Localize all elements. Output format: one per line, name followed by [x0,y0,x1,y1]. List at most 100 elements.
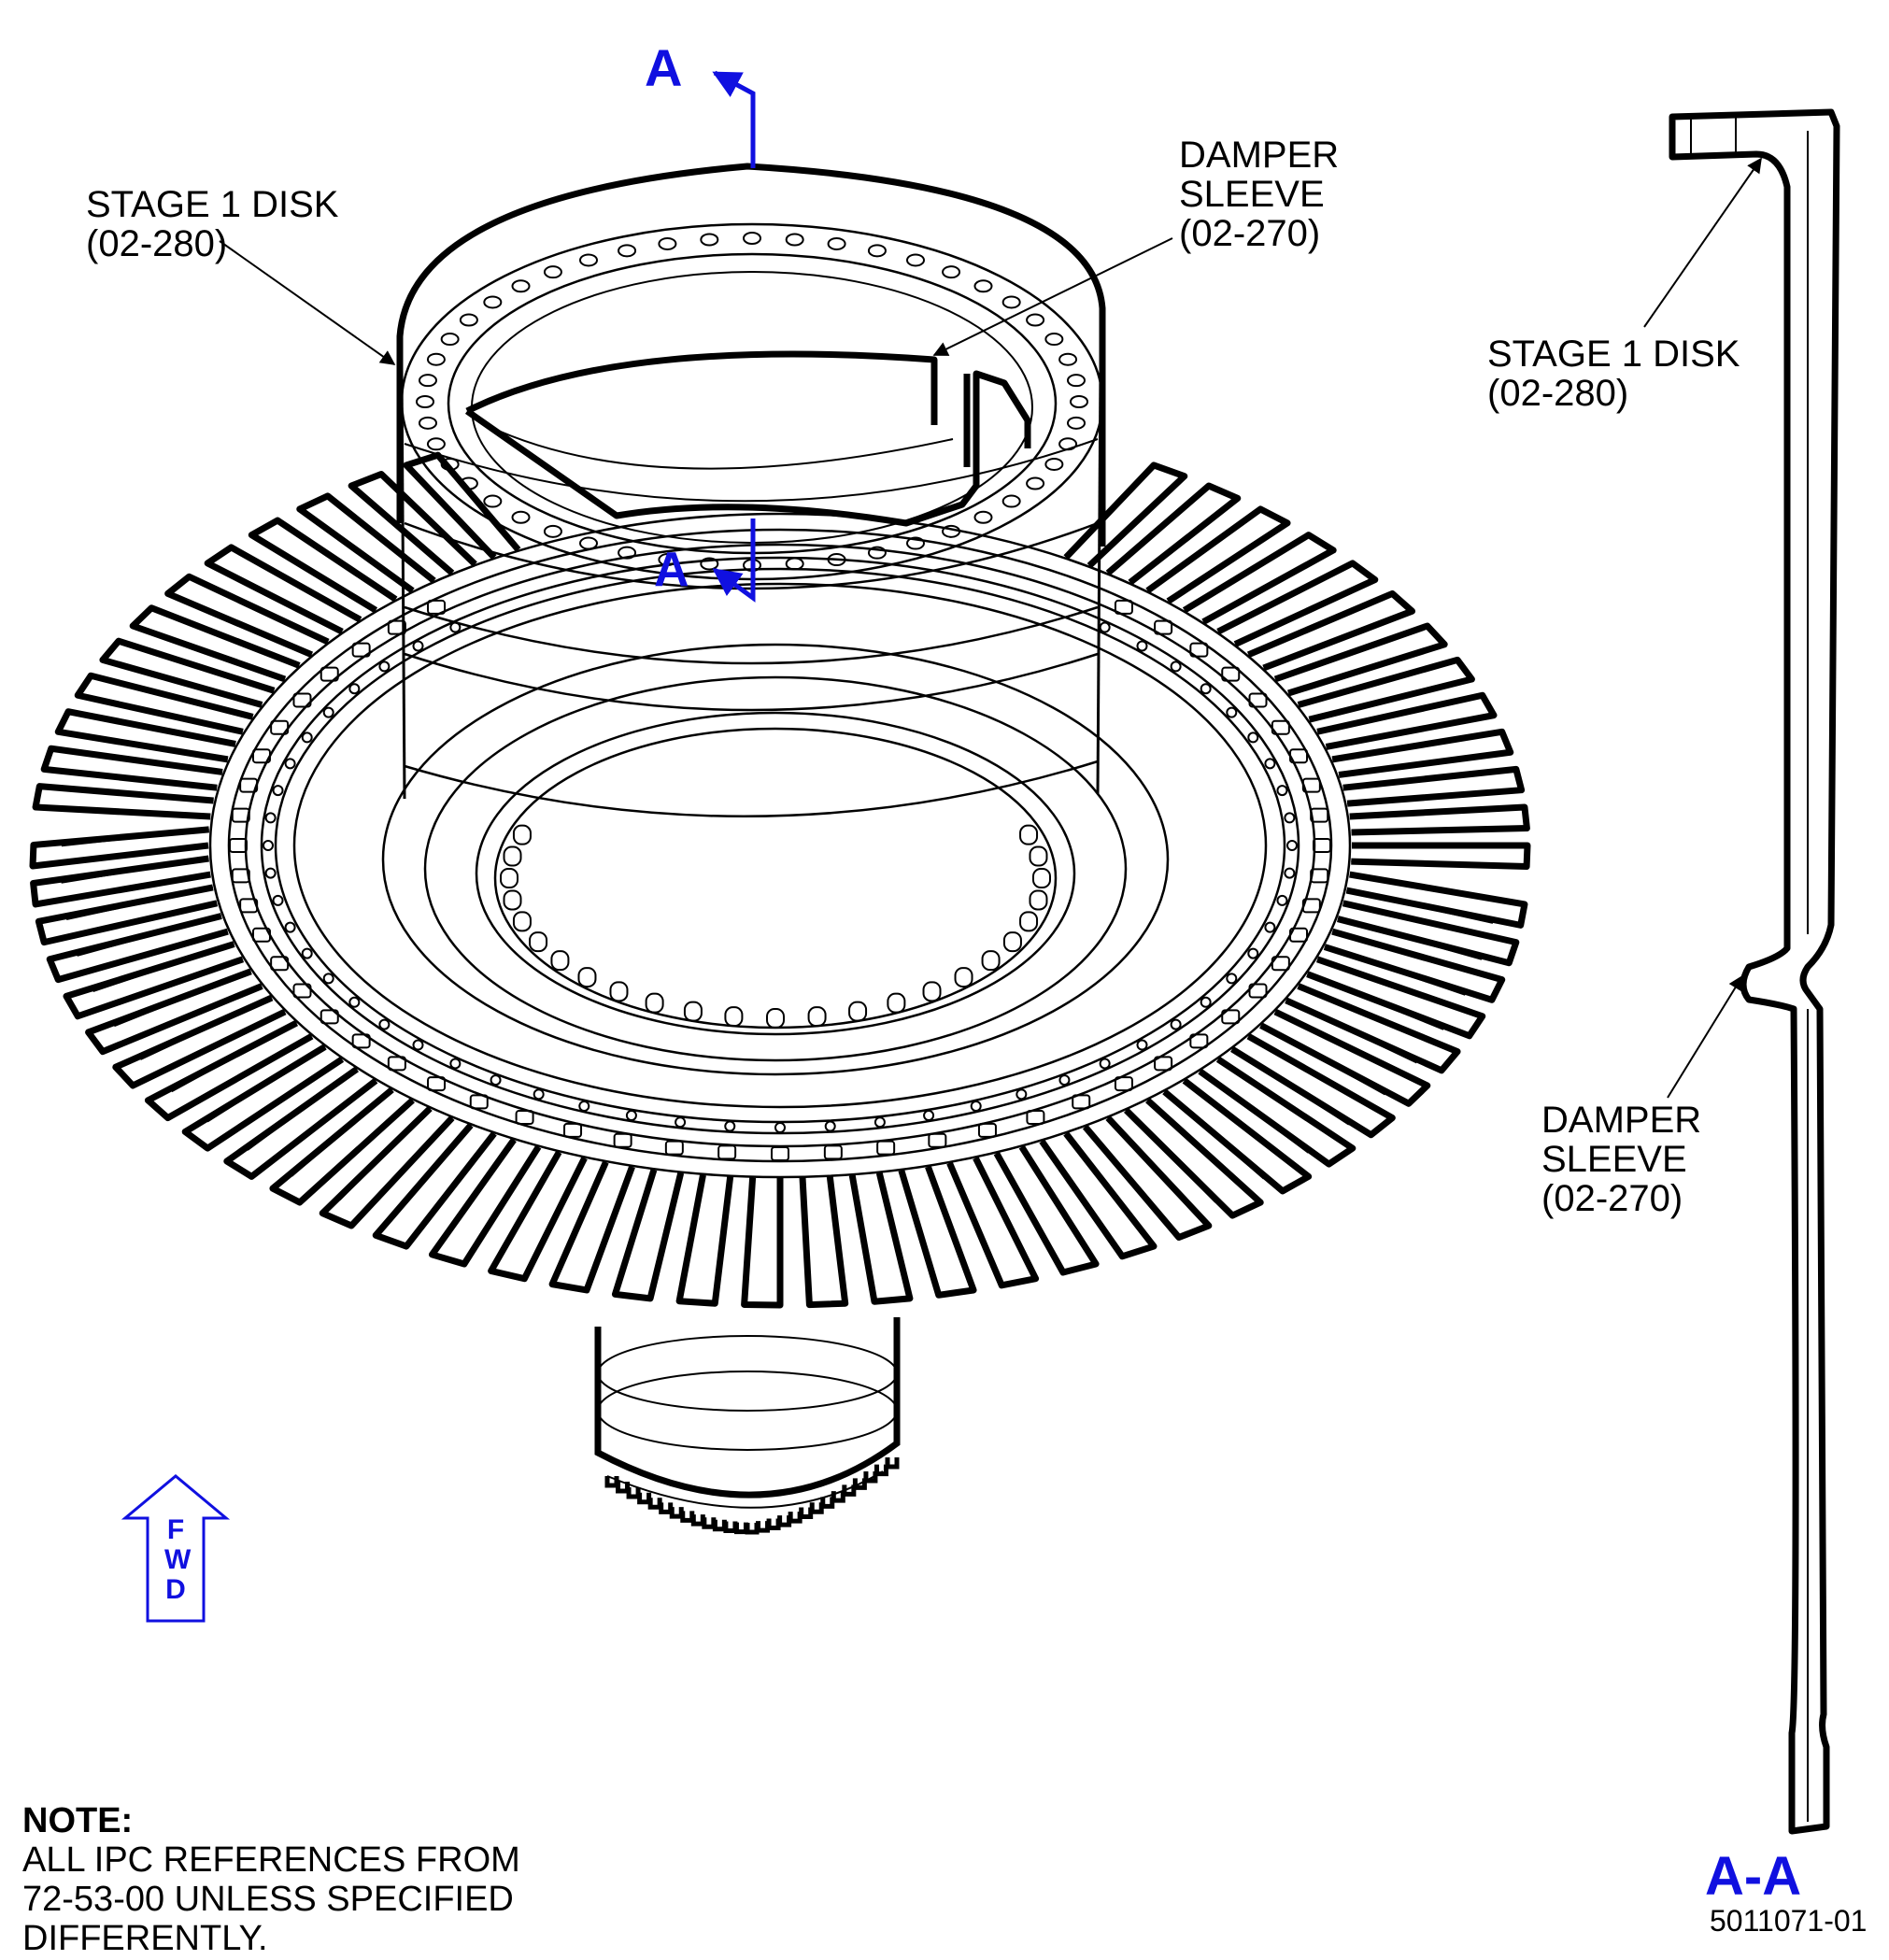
note-line-2: 72-53-00 UNLESS SPECIFIED [22,1880,514,1919]
turbine-blade [129,604,301,683]
retainer-pin [1264,921,1276,933]
blade-edge [247,1068,358,1151]
blade-edge [1125,1109,1216,1203]
blade-edge [171,1022,297,1093]
blade-edge [1307,973,1444,1030]
retainer-pin [1058,1074,1071,1087]
bolt-hole [440,457,460,471]
retainer-slot [231,807,250,823]
section-damper-sleeve-label: DAMPER SLEEVE (02-270) [1541,1101,1701,1218]
damper-sleeve-ref: (02-270) [1179,213,1321,254]
blade-edge [1163,1090,1265,1180]
retainer-pin [1247,731,1259,744]
blade-edge [78,751,223,774]
retainer-slot [270,719,290,735]
shaft-spline-teeth [604,1457,900,1535]
retainer-slot [229,838,248,853]
bolt-hole [1067,416,1087,430]
retainer-pin [1016,1088,1028,1101]
retainer-slot [977,1122,997,1138]
bolt-hole [483,295,503,309]
retainer-pin [378,1018,391,1030]
turbine-blade [429,1138,542,1268]
bolt-hole [700,233,719,247]
turbine-blade [1297,656,1475,723]
blade-edge [948,1162,995,1271]
turbine-blade [296,492,436,594]
turbine-blade [1039,1131,1158,1260]
bolt-hole [785,557,804,571]
bore-scallop [848,1001,868,1022]
turbine-blade [488,1150,588,1283]
disk-bore-scallops [500,824,1051,1029]
bolt-hole [743,232,761,245]
blade-edge [206,1045,326,1123]
bore-scallop [887,992,906,1014]
section-view-title: A-A [1705,1846,1802,1907]
retainer-pin [625,1109,637,1121]
retainer-pin [970,1101,982,1113]
spline-tooth [637,1492,652,1505]
bolt-hole [906,253,925,267]
bolt-hole [1058,437,1078,451]
retainer-pin [322,973,334,985]
blade-edge [501,1151,561,1257]
retainer-slot [1248,692,1268,708]
spline-tooth [669,1507,684,1519]
turbine-blade [1162,1077,1313,1195]
retainer-pin [412,1039,424,1051]
retainer-slot [1114,1076,1133,1092]
bolt-hole [618,546,637,560]
bolt-hole [579,253,598,267]
retainer-slot [292,983,312,999]
turbine-blade [1230,1033,1396,1139]
retainer-pin [272,785,284,797]
bolt-hole [867,244,887,258]
blade-edge [77,915,222,957]
spline-tooth [777,1515,792,1527]
bolt-hole [1044,333,1064,347]
retainer-slot [351,642,371,658]
spline-tooth [712,1519,727,1532]
damper-sleeve [464,350,1031,527]
retainer-pin [724,1120,736,1132]
bolt-hole [1026,313,1045,327]
retainer-pin [284,758,296,770]
bolt-hole [867,546,887,560]
disk-rim [208,512,1352,1179]
turbine-blade [32,783,214,820]
blade-trailing-edges [61,751,1499,1288]
drawing-number: 5011071-01 [1710,1904,1868,1938]
turbine-blade [1105,482,1242,586]
bolt-hole [579,536,598,550]
retainer-pin [1226,973,1238,985]
retainer-slot [1154,1056,1173,1072]
turbine-blade [99,637,276,708]
spline-tooth [820,1497,835,1509]
turbine-blade [248,517,398,614]
blade-edge [1199,1070,1310,1154]
retainer-slot [515,1110,534,1126]
turbine-blade [1259,1008,1431,1107]
retainer-pin [412,640,424,652]
note-line-3: DIFFERENTLY. [22,1919,268,1958]
blade-edge [620,1169,655,1279]
bore-scallop [1019,824,1039,845]
retainer-slot [1289,748,1309,764]
bolt-hole [1070,395,1088,408]
fwd-letter-w: W [164,1544,192,1575]
retainer-slot [1301,898,1321,914]
blade-edge [1041,1140,1111,1243]
bore-scallop [981,950,1001,972]
bolt-hole [1058,352,1078,366]
turbine-blade [223,1066,378,1180]
retainer-pin [301,947,313,959]
retainer-slot [320,666,339,682]
note-heading: NOTE: [22,1801,134,1840]
blade-edge [291,1088,393,1177]
turbine-blade [1331,728,1514,778]
turbine-blade [1273,622,1448,697]
retainer-pin [1286,840,1298,851]
turbine-blade [1063,462,1188,569]
retainer-pin [272,894,284,906]
